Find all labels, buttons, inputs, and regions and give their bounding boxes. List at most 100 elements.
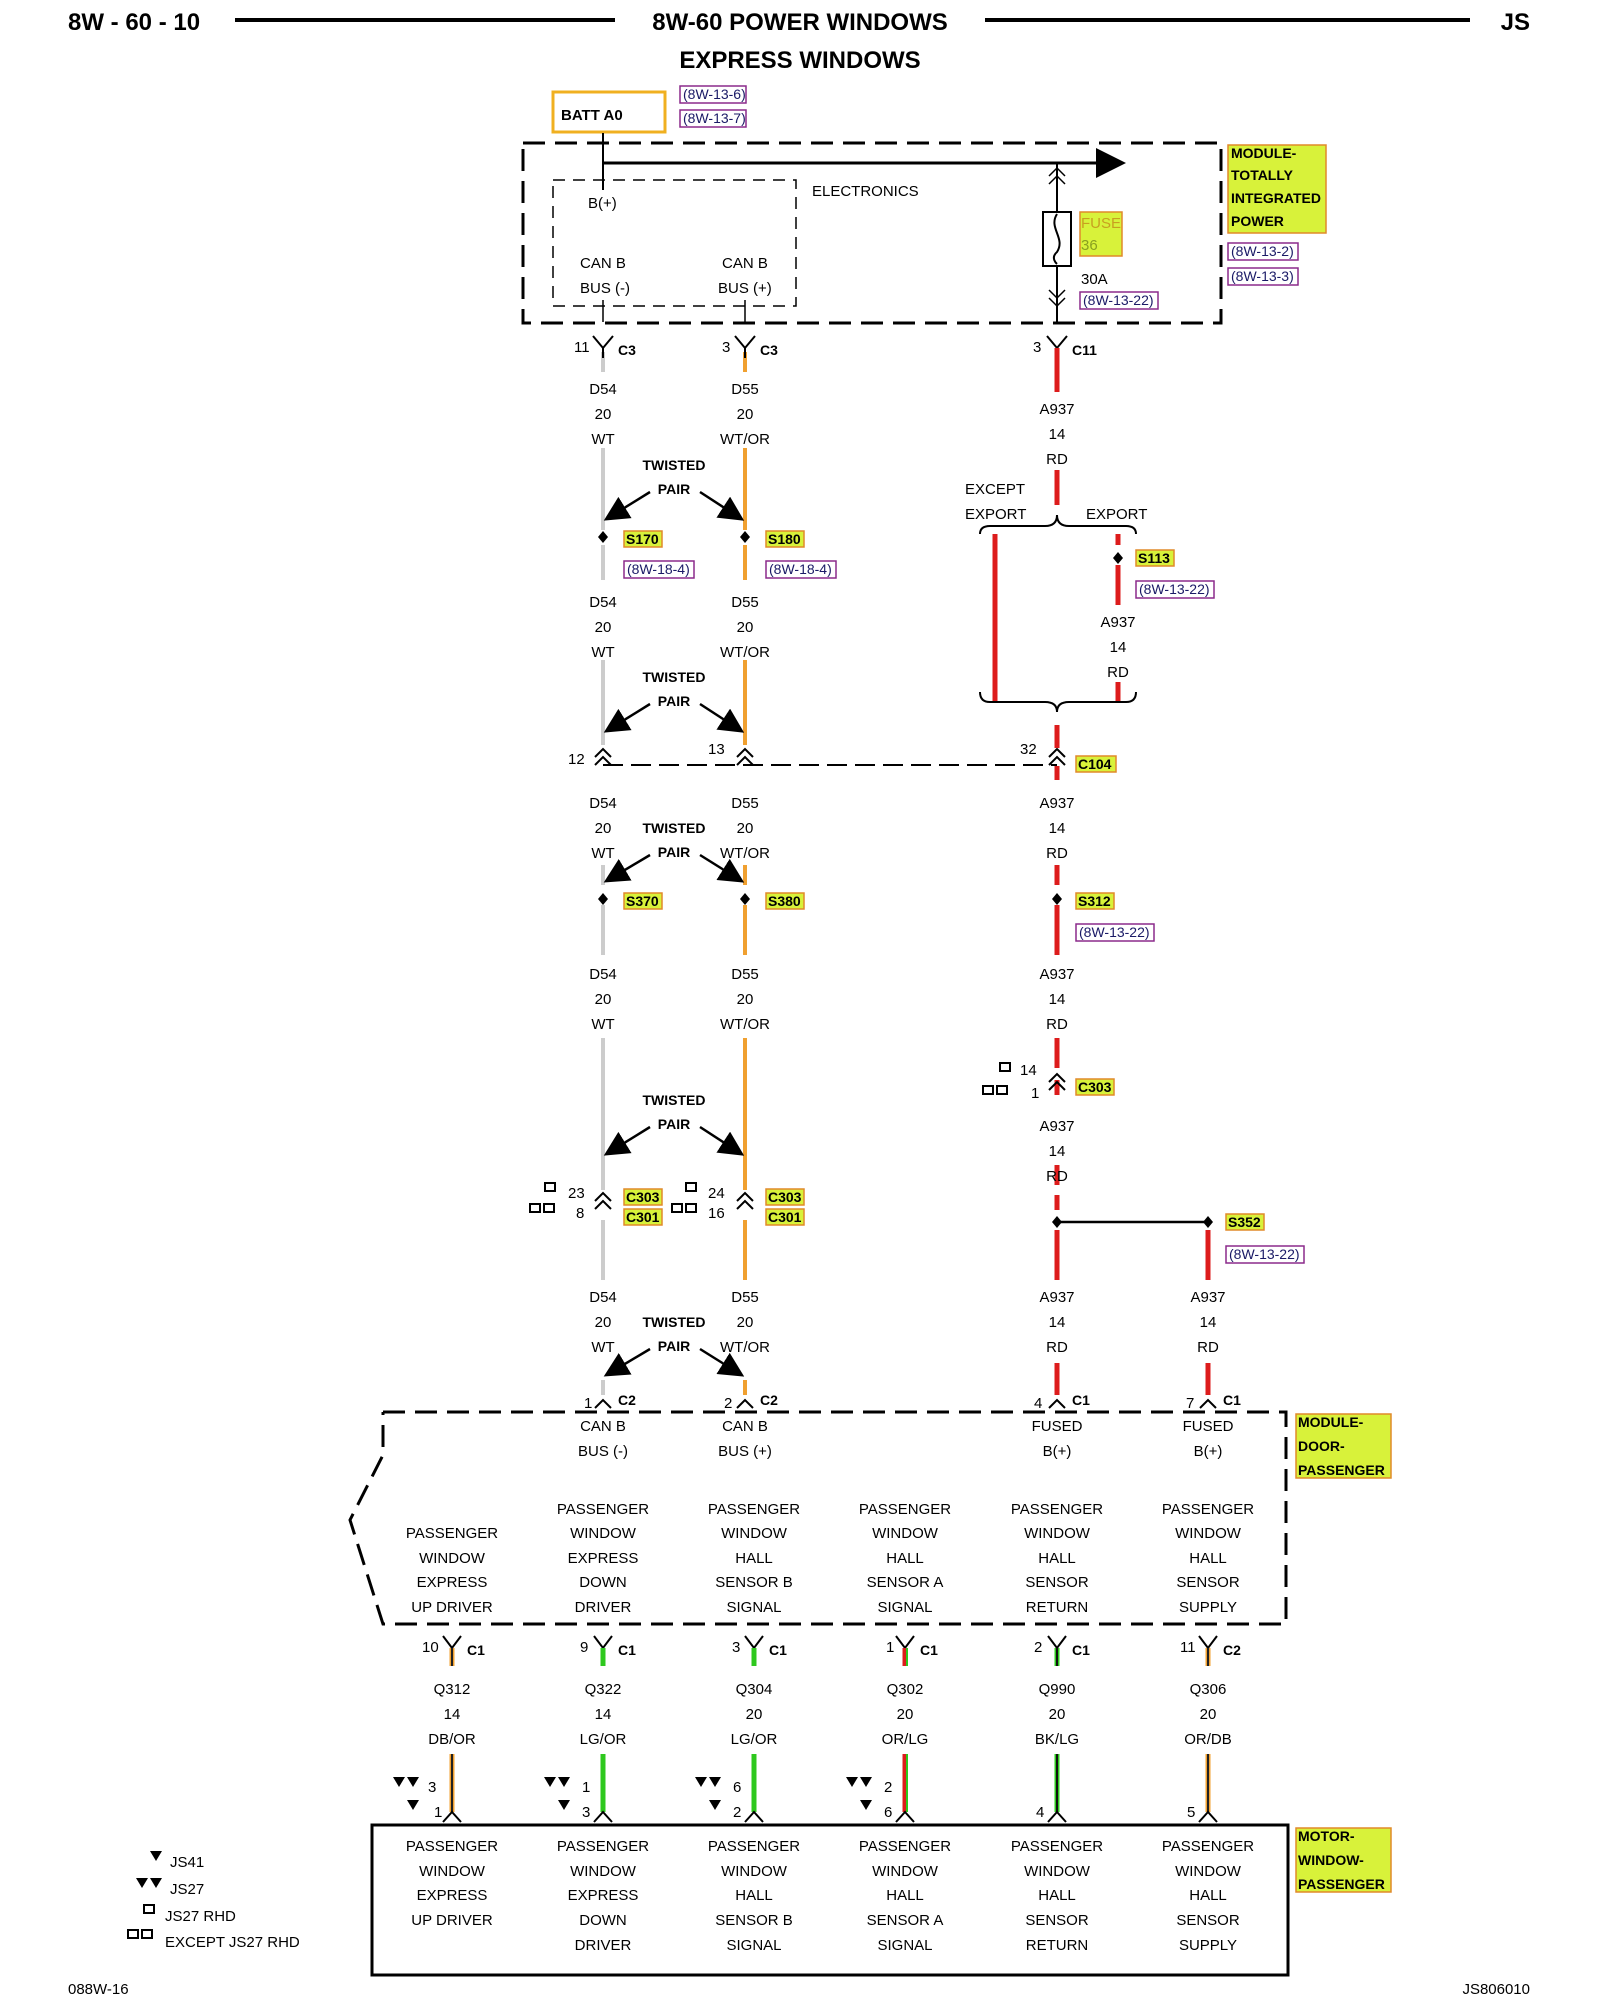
svg-text:BUS (+): BUS (+) xyxy=(718,280,772,297)
svg-text:RD: RD xyxy=(1046,1339,1068,1356)
svg-text:UP DRIVER: UP DRIVER xyxy=(411,1912,493,1929)
svg-text:FUSE: FUSE xyxy=(1081,215,1121,232)
svg-text:TWISTED: TWISTED xyxy=(643,1092,706,1108)
svg-text:EXCEPT: EXCEPT xyxy=(965,481,1025,498)
svg-text:SUPPLY: SUPPLY xyxy=(1179,1937,1237,1954)
svg-text:S170: S170 xyxy=(626,531,659,547)
svg-text:MODULE-: MODULE- xyxy=(1231,145,1297,161)
svg-text:C303: C303 xyxy=(1078,1079,1112,1095)
svg-text:D55: D55 xyxy=(731,795,759,812)
svg-text:PASSENGER: PASSENGER xyxy=(1298,1462,1385,1478)
svg-text:TOTALLY: TOTALLY xyxy=(1231,167,1294,183)
svg-text:Q312: Q312 xyxy=(434,1681,471,1698)
svg-text:C3: C3 xyxy=(760,342,778,358)
svg-text:2: 2 xyxy=(884,1779,892,1796)
svg-text:WINDOW: WINDOW xyxy=(1175,1863,1242,1880)
wire-label-d54-2: D54 20 WT xyxy=(589,594,617,661)
svg-text:SENSOR: SENSOR xyxy=(1176,1912,1240,1929)
motor-pin-label-1: PASSENGER WINDOW EXPRESS DOWN DRIVER xyxy=(557,1838,649,1954)
svg-text:WT: WT xyxy=(591,1339,614,1356)
svg-text:WT/OR: WT/OR xyxy=(720,644,770,661)
svg-text:S380: S380 xyxy=(768,893,801,909)
wire-label-a937-1: A937 14 RD xyxy=(1039,401,1074,468)
svg-text:PASSENGER: PASSENGER xyxy=(1011,1838,1103,1855)
svg-text:EXPRESS: EXPRESS xyxy=(568,1550,639,1567)
connector-c303-c301: 23 8 C303 C301 24 16 C303 C301 xyxy=(529,1182,805,1226)
svg-text:WINDOW: WINDOW xyxy=(570,1863,637,1880)
svg-text:WT: WT xyxy=(591,644,614,661)
svg-text:(8W-13-22): (8W-13-22) xyxy=(1079,924,1150,940)
svg-text:24: 24 xyxy=(708,1185,725,1202)
svg-text:C303: C303 xyxy=(626,1189,660,1205)
svg-text:WT/OR: WT/OR xyxy=(720,845,770,862)
svg-text:PAIR: PAIR xyxy=(658,481,690,497)
twisted-pair-2: TWISTED PAIR xyxy=(603,669,745,733)
svg-text:OR/LG: OR/LG xyxy=(882,1731,929,1748)
wire-label-d55-5: D55 20 WT/OR xyxy=(720,1289,770,1356)
svg-text:C1: C1 xyxy=(618,1642,636,1658)
svg-text:BUS (+): BUS (+) xyxy=(718,1443,772,1460)
wire-label-d55-1: D55 20 WT/OR xyxy=(720,381,770,448)
svg-text:JS41: JS41 xyxy=(170,1854,204,1871)
svg-text:TWISTED: TWISTED xyxy=(643,669,706,685)
svg-text:20: 20 xyxy=(1049,1706,1066,1723)
svg-text:LG/OR: LG/OR xyxy=(731,1731,778,1748)
svg-text:D54: D54 xyxy=(589,594,617,611)
svg-text:RD: RD xyxy=(1046,1168,1068,1185)
wire-label-a937-3: A937 14 RD xyxy=(1039,966,1074,1033)
svg-text:RD: RD xyxy=(1107,664,1129,681)
door-pin-label-1: PASSENGER WINDOW EXPRESS DOWN DRIVER xyxy=(557,1501,649,1616)
page-number: 8W - 60 - 10 xyxy=(68,9,200,36)
svg-text:(8W-18-4): (8W-18-4) xyxy=(769,561,832,577)
svg-text:C3: C3 xyxy=(618,342,636,358)
wire-label-d55-3: D55 20 WT/OR xyxy=(720,795,770,862)
svg-text:D54: D54 xyxy=(589,381,617,398)
svg-text:1: 1 xyxy=(584,1395,592,1412)
svg-text:HALL: HALL xyxy=(1038,1550,1076,1567)
door-pin-label-3: PASSENGER WINDOW HALL SENSOR A SIGNAL xyxy=(859,1501,951,1616)
svg-text:C1: C1 xyxy=(1072,1642,1090,1658)
splice-s170: S170 (8W-18-4) xyxy=(598,530,695,579)
svg-text:2: 2 xyxy=(1034,1639,1042,1656)
twisted-pair-4: TWISTED PAIR xyxy=(603,1092,745,1156)
svg-text:C301: C301 xyxy=(626,1209,660,1225)
svg-text:WINDOW: WINDOW xyxy=(1024,1525,1091,1542)
svg-text:S370: S370 xyxy=(626,893,659,909)
wire-label-d54-3: D54 20 WT xyxy=(589,795,617,862)
svg-text:S180: S180 xyxy=(768,531,801,547)
svg-text:WINDOW: WINDOW xyxy=(721,1863,788,1880)
svg-text:20: 20 xyxy=(1200,1706,1217,1723)
batt-a0-box: BATT A0 xyxy=(551,90,667,134)
output-wire-q322: 9 C1 Q322 14 LG/OR xyxy=(580,1635,636,1812)
svg-text:7: 7 xyxy=(1186,1395,1194,1412)
svg-text:RETURN: RETURN xyxy=(1026,1937,1089,1954)
svg-text:DRIVER: DRIVER xyxy=(575,1937,632,1954)
svg-text:C2: C2 xyxy=(1223,1642,1241,1658)
svg-text:EXCEPT JS27 RHD: EXCEPT JS27 RHD xyxy=(165,1934,300,1951)
splice-s380: S380 xyxy=(740,892,805,910)
svg-text:14: 14 xyxy=(1049,1143,1066,1160)
single-triangle-icon xyxy=(150,1851,162,1861)
svg-text:EXPRESS: EXPRESS xyxy=(417,1574,488,1591)
twisted-pair-1: TWISTED PAIR xyxy=(603,457,745,521)
svg-text:SIGNAL: SIGNAL xyxy=(726,1937,781,1954)
svg-text:C1: C1 xyxy=(769,1642,787,1658)
motor-pin-label-2: PASSENGER WINDOW HALL SENSOR B SIGNAL xyxy=(708,1838,800,1954)
svg-text:14: 14 xyxy=(1049,1314,1066,1331)
svg-text:SENSOR A: SENSOR A xyxy=(867,1912,944,1929)
svg-text:D55: D55 xyxy=(731,1289,759,1306)
svg-text:SENSOR B: SENSOR B xyxy=(715,1574,793,1591)
svg-text:PASSENGER: PASSENGER xyxy=(406,1525,498,1542)
svg-text:WT: WT xyxy=(591,431,614,448)
svg-text:(8W-13-22): (8W-13-22) xyxy=(1139,581,1210,597)
svg-text:1: 1 xyxy=(886,1639,894,1656)
svg-text:13: 13 xyxy=(708,741,725,758)
svg-text:WT/OR: WT/OR xyxy=(720,431,770,448)
svg-text:POWER: POWER xyxy=(1231,213,1284,229)
svg-text:HALL: HALL xyxy=(735,1887,773,1904)
door-pin-label-0: PASSENGER WINDOW EXPRESS UP DRIVER xyxy=(406,1525,498,1616)
svg-text:A937: A937 xyxy=(1100,614,1135,631)
door-module-outline xyxy=(348,1410,1288,1626)
svg-text:PASSENGER: PASSENGER xyxy=(1298,1876,1385,1892)
svg-text:23: 23 xyxy=(568,1185,585,1202)
